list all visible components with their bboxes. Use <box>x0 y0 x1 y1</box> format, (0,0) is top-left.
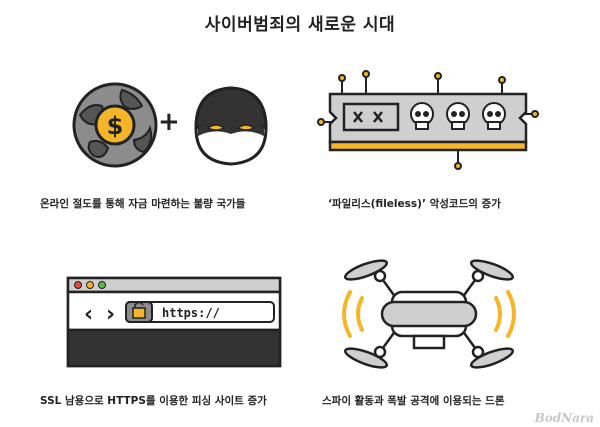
page-title: 사이버범죄의 새로운 시대 <box>204 15 396 35</box>
memory-chip-icon <box>317 70 539 170</box>
dollar-sign: $ <box>107 112 124 140</box>
caption-fileless-malware: ‘파일리스(fileless)’ 악성코드의 증가 <box>328 198 501 210</box>
skull-icons <box>410 102 506 130</box>
drone-icon <box>342 259 516 369</box>
caption-drones: 스파이 활동과 폭발 공격에 이용되는 드론 <box>322 395 505 407</box>
lock-icon <box>132 307 146 319</box>
plus-sign: + <box>158 107 180 137</box>
forward-arrow-icon[interactable]: › <box>106 302 115 327</box>
back-arrow-icon[interactable]: ‹ <box>84 302 93 327</box>
browser-window-icon: ‹ › https:// <box>66 276 282 368</box>
caption-ssl-phishing: SSL 남용으로 HTTPS를 이용한 피싱 사이트 증가 <box>40 395 267 407</box>
masked-hacker-icon <box>194 86 268 166</box>
caption-rogue-states: 온라인 절도를 통해 자금 마련하는 불량 국가들 <box>40 198 246 210</box>
url-text[interactable]: https:// <box>162 306 220 320</box>
watermark-logo: BodNara <box>534 411 594 425</box>
globe-icon: $ <box>72 82 158 168</box>
